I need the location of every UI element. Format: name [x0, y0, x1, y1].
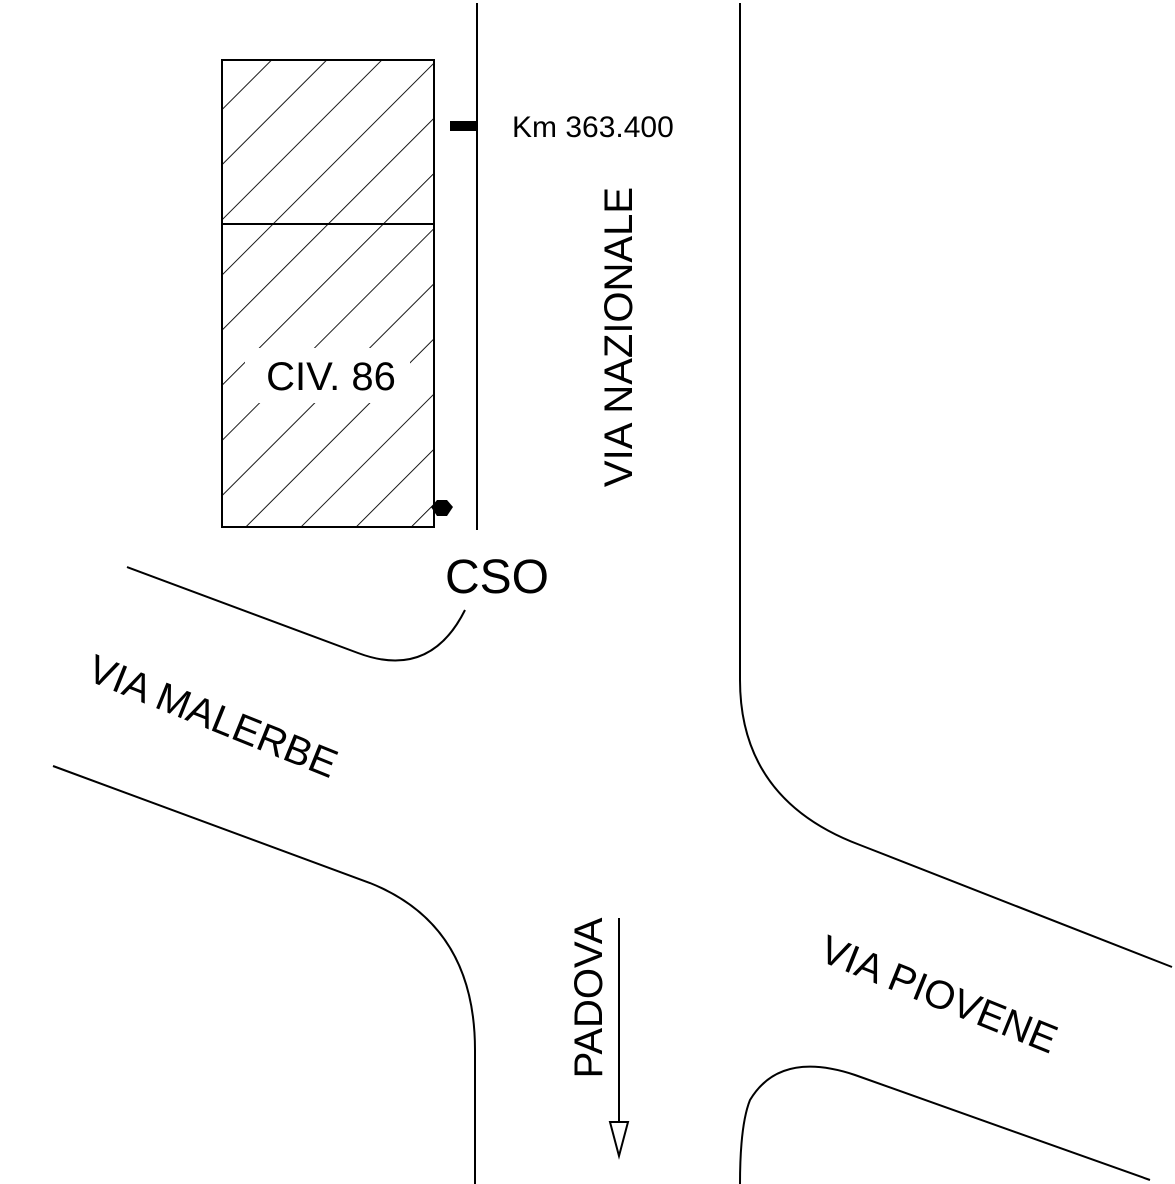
km-marker-tick: [450, 121, 477, 131]
km-marker-label: Km 363.400: [512, 111, 674, 144]
arrow-down-icon: [608, 1121, 630, 1160]
street-label-via-piovene: VIA PIOVENE: [814, 927, 1063, 1062]
km-marker: Km 363.400: [450, 111, 674, 144]
street-label-via-malerbe: VIA MALERBE: [82, 647, 344, 787]
road-edges: [52, 3, 1173, 1184]
cso-label: CSO: [445, 551, 549, 604]
piovene-south-nazionale-east-curb: [739, 1065, 1151, 1184]
nazionale-east-piovene-north-curb: [739, 3, 1173, 968]
building-civ-86: CIV. 86: [221, 59, 435, 528]
direction-label: PADOVA: [567, 917, 611, 1078]
malerbe-south-nazionale-west-curb: [52, 765, 476, 1184]
street-label-via-nazionale: VIA NAZIONALE: [597, 187, 641, 487]
cso-marker: CSO: [431, 500, 549, 604]
malerbe-north-curb: [126, 566, 466, 662]
building-label: CIV. 86: [266, 355, 396, 399]
cso-point-icon: [431, 500, 453, 516]
direction-padova: PADOVA: [567, 917, 630, 1160]
